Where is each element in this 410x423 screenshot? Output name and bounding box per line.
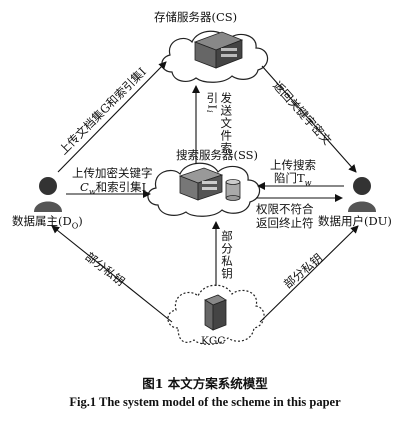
ss-to-du-label-1: 权限不符合 — [256, 202, 314, 216]
du-to-ss-sub: w — [304, 178, 312, 188]
do-to-ss-label-1: 上传加密关键字 — [72, 166, 153, 180]
data-user-person-icon — [348, 177, 376, 212]
du-to-ss-label-2: 陷门Tw — [274, 171, 312, 190]
kgc-server-icon — [204, 294, 227, 331]
do-to-ss-cw-sub: w — [88, 187, 96, 197]
cs-server-icon — [193, 31, 244, 69]
do-label-text: 数据属主(D — [12, 214, 72, 228]
do-to-ss-label-2: Cw和索引集I — [80, 180, 146, 199]
arrow-do-to-cs — [57, 61, 167, 173]
do-label: 数据属主(DO) — [12, 214, 83, 233]
du-to-ss-label-1: 上传搜索 — [270, 158, 316, 172]
ss-to-du-label-2: 返回终止符 — [256, 216, 314, 230]
kgc-to-ss-label: 部分私钥 — [220, 230, 234, 280]
ss-to-cs-sub: i — [205, 110, 214, 114]
ss-to-cs-text: 发送文件索引I — [205, 92, 234, 155]
ss-server-icon — [178, 167, 224, 201]
data-owner-person-icon — [34, 177, 62, 212]
arrow-kgc-to-du — [259, 225, 359, 323]
arrow-cs-to-du — [261, 65, 357, 173]
do-label-close: ) — [78, 214, 83, 228]
arrow-kgc-to-do — [51, 225, 173, 323]
database-icon — [225, 179, 241, 201]
do-label-sub: O — [71, 221, 79, 231]
du-label: 数据用户(DU) — [318, 214, 392, 228]
caption-chinese: 图1 本文方案系统模型 — [142, 376, 268, 391]
do-to-ss-cw: C — [80, 180, 89, 194]
kgc-label: KGC — [201, 335, 226, 347]
caption-english: Fig.1 The system model of the scheme in … — [69, 395, 341, 409]
ss-to-cs-label: 发送文件索引Ii — [202, 92, 233, 162]
do-to-ss-tail: 和索引集I — [95, 180, 147, 194]
cs-label: 存储服务器(CS) — [154, 10, 238, 24]
du-to-ss-text: 陷门T — [274, 171, 305, 185]
ss-label: 搜索服务器(SS) — [176, 148, 259, 162]
